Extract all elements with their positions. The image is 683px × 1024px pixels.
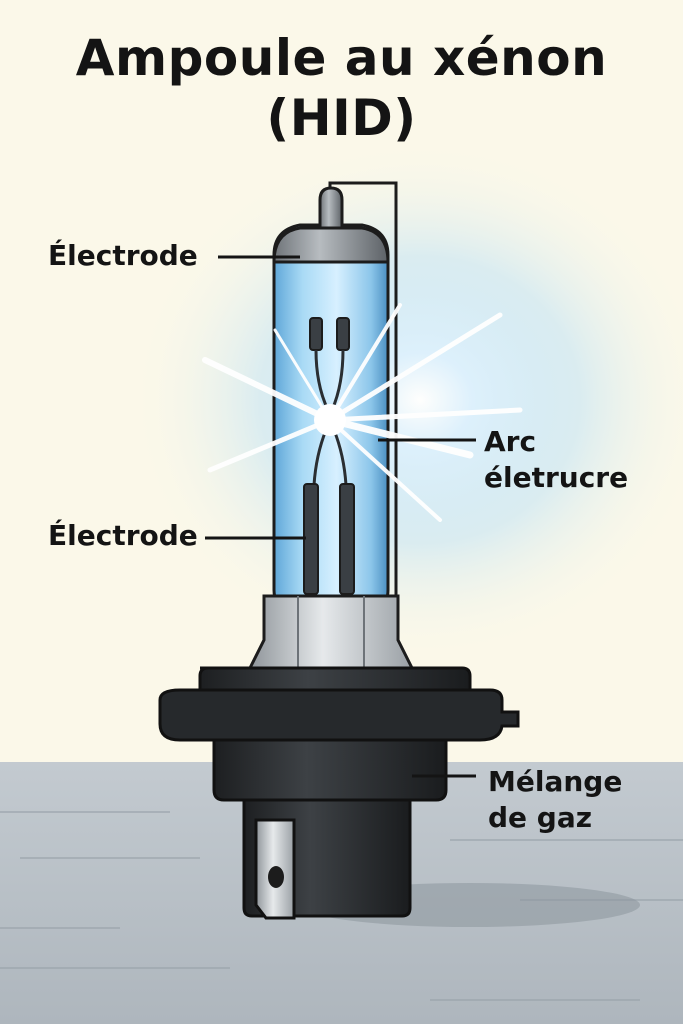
metal-collar bbox=[247, 594, 415, 670]
arc-core bbox=[314, 404, 346, 436]
label-gas-line-2: de gaz bbox=[488, 801, 593, 834]
top-cap bbox=[272, 226, 390, 264]
label-gas-line-1: Mélange bbox=[488, 765, 623, 798]
lower-pin-right bbox=[339, 483, 355, 595]
label-electrode-bottom-text: Électrode bbox=[48, 519, 198, 552]
leader-lines bbox=[205, 255, 476, 778]
title-line-1: Ampoule au xénon bbox=[75, 29, 608, 87]
base-flange bbox=[158, 688, 520, 742]
base-body bbox=[212, 738, 448, 802]
label-arc: Arc életrucre bbox=[484, 424, 628, 496]
lower-pin-left bbox=[303, 483, 319, 595]
label-electrode-bottom: Électrode bbox=[48, 518, 198, 554]
title-line-2: (HID) bbox=[266, 89, 417, 147]
light-glow bbox=[130, 140, 683, 660]
arc-rays bbox=[202, 303, 523, 522]
terminal-hole bbox=[268, 866, 284, 888]
label-arc-line-1: Arc bbox=[484, 425, 537, 458]
upper-pin-left bbox=[309, 317, 323, 351]
label-electrode-top-text: Électrode bbox=[48, 239, 198, 272]
label-gas: Mélange de gaz bbox=[488, 764, 622, 836]
label-electrode-top: Électrode bbox=[48, 238, 198, 274]
tip-nipple bbox=[318, 186, 344, 230]
label-arc-line-2: életrucre bbox=[484, 461, 629, 494]
upper-pin-right bbox=[336, 317, 350, 351]
page-title: Ampoule au xénon (HID) bbox=[0, 28, 683, 148]
